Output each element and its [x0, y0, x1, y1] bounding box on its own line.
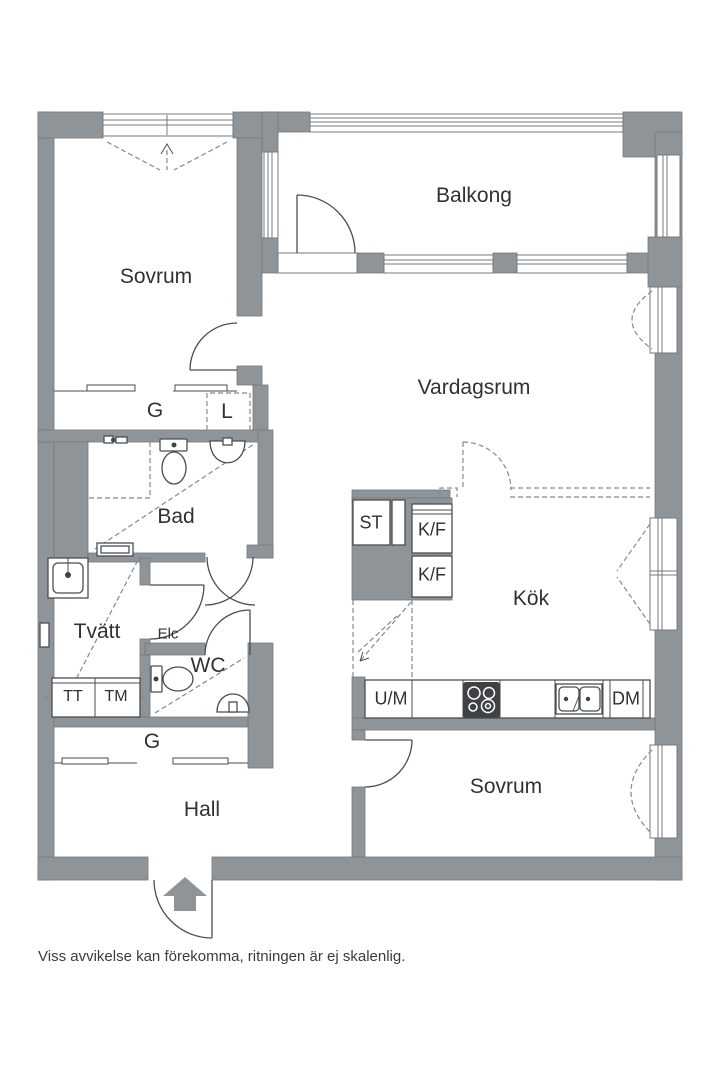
window-balkong-right [656, 154, 681, 238]
door-bad [204, 556, 256, 606]
closet-fronts [54, 384, 251, 765]
disclaimer-text: Viss avvikelse kan förekomma, ritningen … [38, 948, 406, 965]
windows [102, 113, 681, 839]
sink-wc-icon [216, 693, 250, 713]
door-tvatt [149, 584, 205, 640]
kok-window-swing [616, 523, 651, 625]
door-kok-dashed [462, 441, 512, 491]
closet-label-g-top: G [146, 399, 164, 422]
kok-boundary-dashed [510, 487, 650, 498]
room-label-balkong: Balkong [436, 184, 512, 207]
sovrum-bottom-window-swing [630, 749, 653, 835]
door-balkong [296, 194, 356, 254]
fixtures [39, 435, 651, 911]
doors [149, 194, 512, 939]
toilet-bad-icon [159, 438, 188, 485]
tt-tm-cabinet [51, 677, 141, 718]
window-balkong-left [263, 151, 279, 239]
kok-entry-dashed [352, 600, 413, 677]
mixer-bad-icon [103, 435, 128, 444]
room-label-sovrum-bottom: Sovrum [469, 775, 543, 798]
door-entry [153, 879, 213, 939]
sovrum-top-window-swing [106, 141, 228, 171]
closet-l-dashed [206, 392, 251, 430]
label-elc: Elc [157, 625, 179, 643]
kf-cabinets [411, 503, 453, 598]
label-um: U/M [374, 688, 408, 709]
vardagsrum-window-swing [631, 290, 653, 350]
door-wc [204, 609, 251, 656]
window-vardagsrum-right [649, 286, 678, 354]
label-kf-1: K/F [417, 519, 447, 540]
label-tt: TT [63, 688, 83, 705]
sink-bad-icon [209, 437, 246, 464]
wc-diagonal [154, 657, 245, 714]
kok-entry-arrow [359, 651, 370, 662]
balcony-door-threshold [277, 252, 358, 274]
kok-boundary-cap [439, 487, 458, 497]
label-dm: DM [612, 688, 640, 709]
bad-step-icon [96, 542, 134, 557]
room-label-hall: Hall [183, 798, 221, 821]
toilet-wc-icon [150, 665, 194, 693]
tvatt-niche-icon [39, 622, 50, 648]
label-st: ST [359, 512, 383, 533]
room-label-tvatt: Tvätt [73, 620, 121, 643]
label-tm: TM [104, 688, 128, 705]
sink-tvatt-icon [47, 557, 89, 599]
door-sovrum-top [189, 322, 238, 371]
st-cabinet [352, 499, 406, 546]
door-sovrum-bottom [364, 739, 413, 788]
sink-kitchen-icon [555, 683, 603, 715]
label-kf-2: K/F [417, 564, 447, 585]
room-label-kok: Kök [512, 587, 550, 610]
room-label-vardagsrum: Vardagsrum [417, 376, 531, 399]
window-vardagsrum-balkong-1 [383, 254, 494, 274]
window-sovrum-top [102, 113, 234, 137]
walls [37, 111, 683, 881]
window-sovrum-bottom-right [649, 744, 678, 839]
closet-label-l: L [221, 400, 233, 423]
sovrum-top-window-arrow [160, 143, 174, 155]
kok-entry-swing [356, 601, 412, 662]
window-kok-right [649, 517, 678, 631]
window-vardagsrum-balkong-2 [516, 254, 628, 274]
room-label-wc: WC [190, 654, 226, 677]
window-balkong-top [309, 113, 624, 133]
entry-arrow-icon [163, 877, 207, 911]
room-label-bad: Bad [157, 505, 195, 528]
kitchen-counter [364, 679, 651, 719]
shower-dashed [88, 442, 151, 499]
closet-label-g-mid: G [143, 730, 161, 753]
room-label-sovrum-top: Sovrum [119, 265, 193, 288]
stove-icon [463, 682, 500, 718]
